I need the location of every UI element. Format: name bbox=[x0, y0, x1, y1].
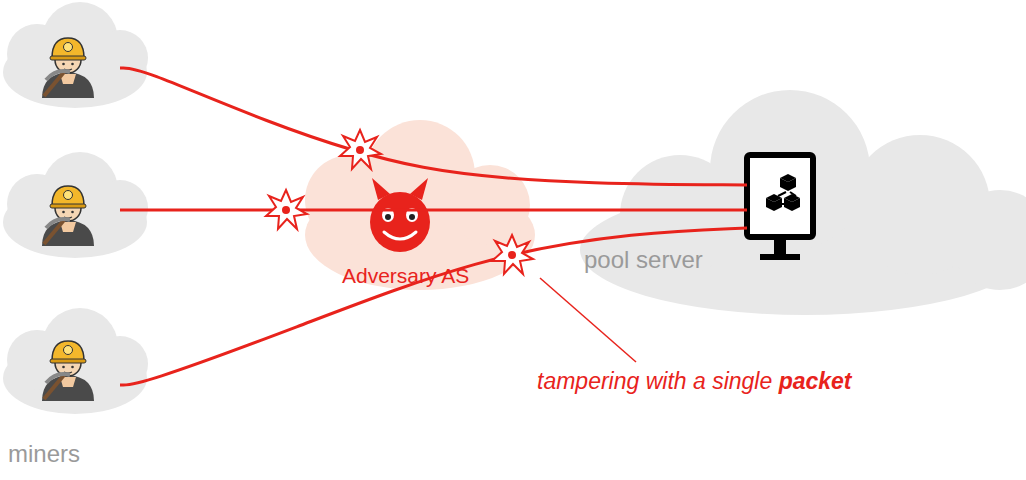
pool-cloud bbox=[580, 90, 1026, 315]
node-label: pool server bbox=[584, 246, 703, 274]
adversary-cloud bbox=[305, 120, 535, 290]
callout-note: tampering with a single packet bbox=[537, 368, 852, 395]
devil-icon bbox=[370, 178, 430, 252]
tamper-burst bbox=[266, 130, 533, 274]
node-label: Adversary AS bbox=[342, 264, 469, 288]
network-path bbox=[120, 209, 747, 212]
burst-core bbox=[282, 146, 516, 259]
network-path bbox=[120, 228, 747, 385]
monitor-icon bbox=[747, 155, 813, 260]
pool-server: pool server bbox=[747, 152, 815, 262]
node-label: miners bbox=[8, 440, 80, 468]
network-path bbox=[120, 68, 747, 185]
leader-line bbox=[540, 278, 636, 362]
miner-group: miners bbox=[0, 0, 140, 480]
adversary-as: Adversary AS bbox=[300, 140, 530, 310]
